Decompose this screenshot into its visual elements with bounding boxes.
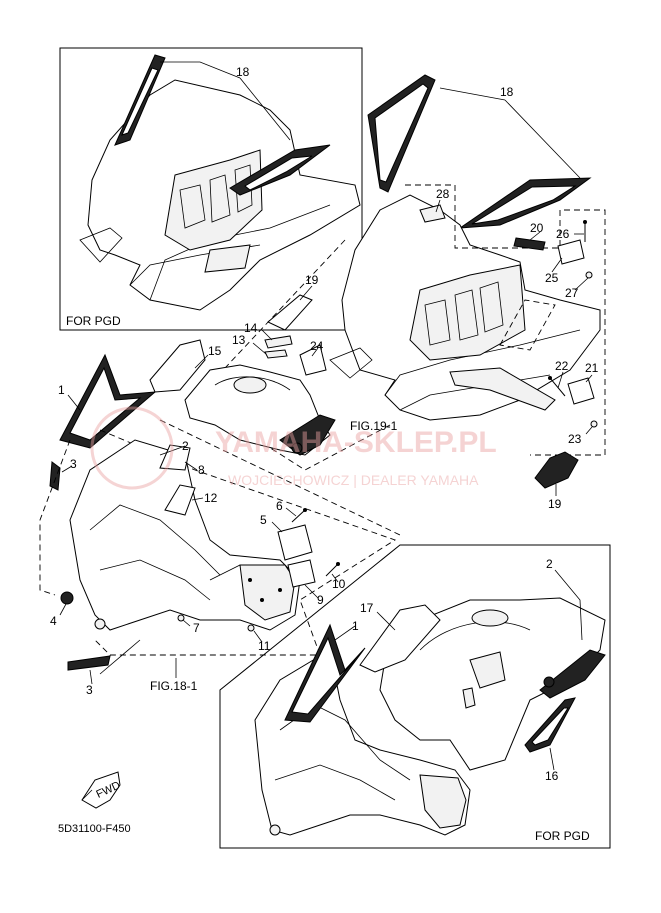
label-21: 21 bbox=[585, 361, 599, 375]
emblem-24 bbox=[299, 344, 327, 376]
label-11: 11 bbox=[258, 639, 271, 653]
label-23: 23 bbox=[568, 432, 582, 446]
label-7: 7 bbox=[193, 621, 200, 635]
fig-19-1-caption: FIG.19-1 bbox=[350, 419, 398, 433]
plate-5 bbox=[277, 524, 313, 561]
label-16: 16 bbox=[545, 769, 559, 783]
label-14: 14 bbox=[244, 321, 258, 335]
plate-21 bbox=[567, 377, 595, 405]
decal-18-pgd bbox=[114, 54, 331, 196]
decal-18-right bbox=[367, 74, 592, 229]
nut-27 bbox=[585, 271, 593, 279]
fwd-arrow-icon: FWD bbox=[81, 771, 122, 809]
label-10: 10 bbox=[332, 577, 346, 591]
for-pgd-bottom-box bbox=[219, 544, 611, 849]
for-pgd-top-box bbox=[59, 47, 363, 331]
watermark: YAMAHA-SKLEP.PL WOJCIECHOWICZ | DEALER Y… bbox=[90, 406, 497, 490]
watermark-logo-icon bbox=[90, 406, 174, 490]
label-24: 24 bbox=[310, 339, 324, 353]
label-15: 15 bbox=[208, 344, 222, 358]
watermark-title: YAMAHA-SKLEP.PL bbox=[215, 426, 497, 459]
label-20: 20 bbox=[530, 221, 544, 235]
emblem-20 bbox=[513, 237, 546, 251]
label-12: 12 bbox=[204, 491, 218, 505]
label-13: 13 bbox=[232, 333, 246, 347]
label-1-left: 1 bbox=[58, 383, 65, 397]
label-5: 5 bbox=[260, 513, 267, 527]
fig-18-1-caption: FIG.18-1 bbox=[150, 679, 198, 693]
rear-fender-right bbox=[329, 194, 601, 421]
decal-17 bbox=[359, 604, 441, 673]
label-2-middle: 2 bbox=[182, 439, 189, 453]
decal-12 bbox=[164, 484, 196, 516]
plate-25 bbox=[557, 239, 585, 265]
label-19-top: 19 bbox=[305, 273, 319, 287]
label-25: 25 bbox=[545, 271, 559, 285]
label-1-bottom: 1 bbox=[352, 619, 359, 633]
emblem-4 bbox=[60, 591, 74, 605]
label-18-right: 18 bbox=[500, 85, 514, 99]
rear-fender-pgd bbox=[79, 79, 361, 311]
emblem-13 bbox=[264, 349, 288, 359]
for-pgd-bottom-caption: FOR PGD bbox=[535, 829, 590, 843]
nut-11 bbox=[247, 624, 255, 632]
label-19-bottom: 19 bbox=[548, 497, 562, 511]
label-26: 26 bbox=[556, 227, 570, 241]
diagram-code: 5D31100-F450 bbox=[58, 823, 131, 835]
rivet-26 bbox=[583, 220, 587, 242]
decal-19-top bbox=[267, 294, 313, 331]
label-18-top: 18 bbox=[236, 65, 250, 79]
decal-1-bottom bbox=[284, 623, 366, 723]
label-27: 27 bbox=[565, 286, 579, 300]
label-17: 17 bbox=[360, 601, 374, 615]
plate-9 bbox=[287, 559, 316, 588]
label-3-bottom: 3 bbox=[86, 683, 93, 697]
label-2-bottom: 2 bbox=[546, 557, 553, 571]
rivet-6 bbox=[291, 508, 307, 523]
label-9: 9 bbox=[317, 593, 324, 607]
decal-1-left bbox=[59, 353, 157, 449]
front-fender-center bbox=[69, 439, 301, 631]
label-4: 4 bbox=[50, 614, 57, 628]
label-22: 22 bbox=[555, 359, 569, 373]
rivet-10 bbox=[325, 562, 340, 577]
decal-3-top bbox=[49, 461, 61, 491]
for-pgd-top-caption: FOR PGD bbox=[66, 314, 121, 328]
decal-28 bbox=[419, 204, 446, 223]
decal-19-bottom bbox=[534, 451, 579, 489]
label-28: 28 bbox=[436, 187, 450, 201]
side-cover-pgd bbox=[379, 597, 606, 771]
label-8: 8 bbox=[198, 463, 205, 477]
watermark-subtitle: WOJCIECHOWICZ | DEALER YAMAHA bbox=[228, 472, 479, 488]
label-3-top: 3 bbox=[70, 457, 77, 471]
decal-16 bbox=[524, 697, 576, 753]
nut-23 bbox=[590, 420, 598, 428]
side-cover-center bbox=[184, 364, 336, 456]
decal-3-bottom bbox=[67, 655, 111, 671]
rivet-22 bbox=[548, 376, 566, 397]
label-6: 6 bbox=[276, 499, 283, 513]
nut-7 bbox=[177, 614, 185, 622]
emblem-14 bbox=[264, 335, 293, 349]
